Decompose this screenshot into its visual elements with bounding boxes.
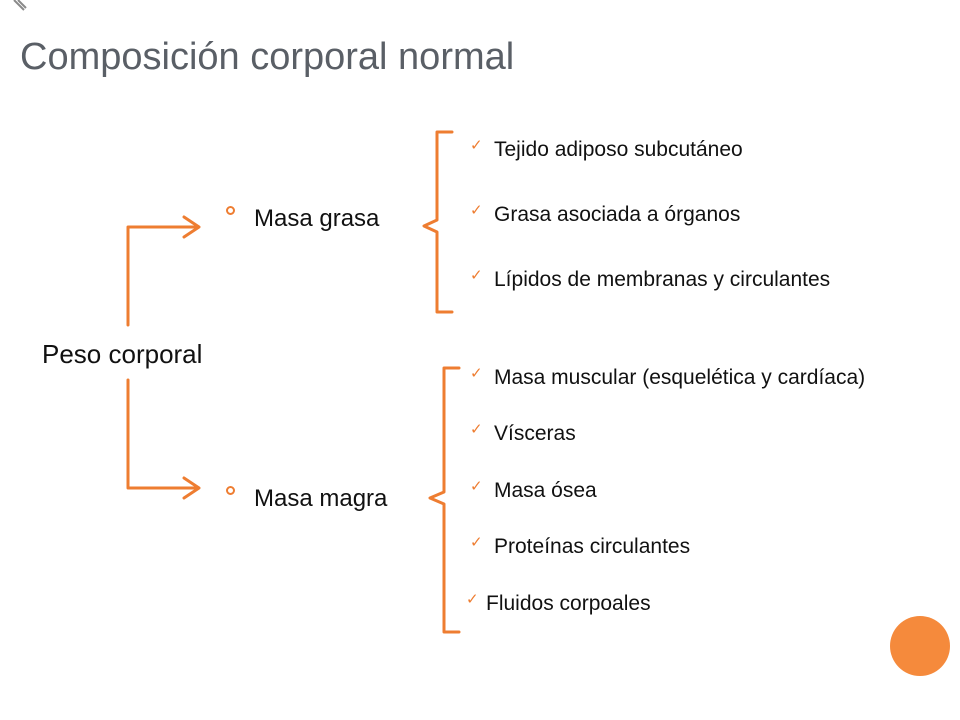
check-icon: ✓ <box>470 534 483 551</box>
check-icon: ✓ <box>470 267 483 284</box>
check-icon: ✓ <box>470 137 483 154</box>
slide-title: Composición corporal normal <box>20 36 515 78</box>
list-item: Tejido adiposo subcutáneo <box>494 138 743 161</box>
list-item: Vísceras <box>494 422 576 445</box>
list-item: Lípidos de membranas y circulantes <box>494 268 831 291</box>
list-item: Masa ósea <box>494 479 597 502</box>
check-icon: ✓ <box>470 365 483 382</box>
arrowhead-masa-magra <box>182 476 201 500</box>
connector-to-masa-magra <box>126 378 198 490</box>
group-label-masa-magra: Masa magra <box>254 485 388 512</box>
list-item: Proteínas circulantes <box>494 535 691 558</box>
check-icon: ✓ <box>470 421 483 438</box>
check-icon: ✓ <box>466 591 479 608</box>
arrowhead-masa-grasa <box>182 215 201 239</box>
root-node-peso-corporal: Peso corporal <box>42 339 203 369</box>
list-item: Grasa asociada a órganos <box>494 203 741 226</box>
corner-mark-icon <box>13 0 27 11</box>
decorative-dot <box>890 616 950 676</box>
brace-masa-grasa <box>422 130 454 314</box>
check-icon: ✓ <box>470 478 483 495</box>
bullet-masa-grasa-icon <box>226 206 235 215</box>
group-label-masa-grasa: Masa grasa <box>254 205 380 232</box>
connector-to-masa-grasa <box>126 225 198 327</box>
brace-masa-magra <box>428 366 461 634</box>
check-icon: ✓ <box>470 202 483 219</box>
list-item: Masa muscular (esquelética y cardíaca) <box>494 366 866 389</box>
bullet-masa-magra-icon <box>226 486 235 495</box>
list-item: Fluidos corpoales <box>486 592 651 615</box>
